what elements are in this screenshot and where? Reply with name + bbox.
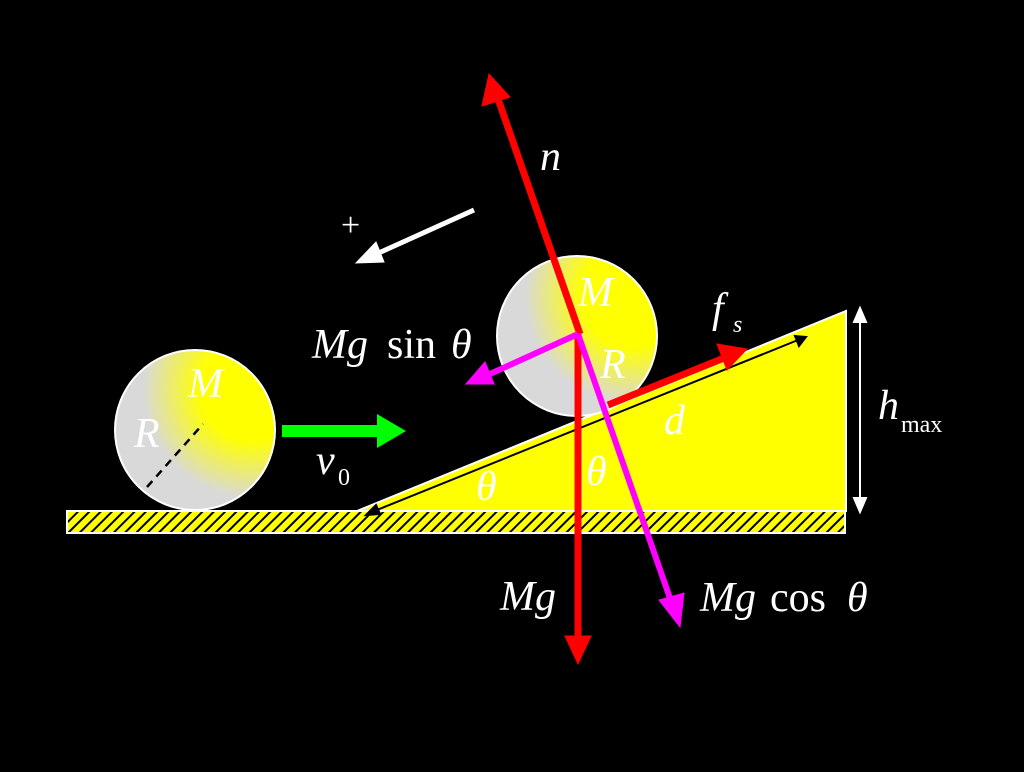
ball-on-ground [114,349,276,511]
height-dimension-arrow [852,305,868,515]
normal-force-label: n [540,134,561,180]
svg-text:θ: θ [451,322,472,368]
theta-label-incline: θ [476,464,497,510]
normal-force-arrow [481,72,584,336]
velocity-label: v 0 [316,438,350,491]
weight-label: Mg [499,574,556,620]
ground-floor [66,510,846,534]
svg-text:0: 0 [338,465,350,491]
plus-sign-label: + [341,207,360,244]
gravity-parallel-component-arrow [464,331,580,385]
svg-text:max: max [901,412,942,438]
theta-label-forces: θ [586,449,607,495]
positive-direction-arrow [354,207,476,264]
weight-arrow [564,334,592,666]
svg-text:cos: cos [770,575,826,621]
mass-label-ground-ball: M [187,361,225,407]
svg-text:θ: θ [847,575,868,621]
height-label: h max [878,383,942,438]
mass-label-incline-ball: M [577,270,615,316]
svg-text:v: v [316,438,335,484]
svg-text:sin: sin [387,322,436,368]
gravity-parallel-component-label: Mg sin θ [311,322,472,368]
svg-text:h: h [878,383,899,429]
friction-force-arrow [606,343,749,409]
distance-label: d [664,398,686,444]
svg-text:Mg: Mg [311,322,368,368]
radius-dashed-line [146,423,204,488]
svg-text:f: f [712,286,729,332]
velocity-arrow [282,414,406,448]
friction-label: f s [712,286,742,338]
gravity-perpendicular-component-label: Mg cos θ [699,575,868,621]
radius-label-incline-ball: R [599,342,626,388]
radius-label-ground-ball: R [133,411,160,457]
gravity-perpendicular-component-arrow [575,333,685,629]
svg-text:Mg: Mg [699,575,756,621]
svg-text:s: s [733,312,742,338]
